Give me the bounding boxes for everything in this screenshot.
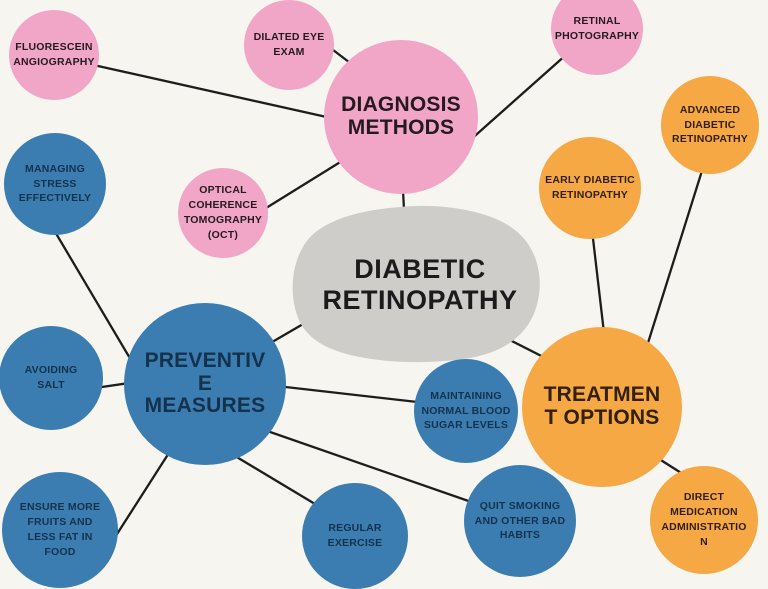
center-blob [292, 205, 540, 363]
node-quit-smoking-bad-habits: QUIT SMOKING AND OTHER BAD HABITS [464, 465, 576, 577]
node-dilated-eye-exam: DILATED EYE EXAM [244, 0, 334, 90]
edge-quit-smoking-bad-habits-to-preventive-measures [248, 423, 482, 507]
node-diagnosis-methods: DIAGNOSIS METHODS [324, 40, 478, 194]
node-label: OPTICAL COHERENCE TOMOGRAPHY (OCT) [183, 184, 263, 241]
edge-fluorescein-angiography-to-diagnosis-methods [78, 60, 342, 122]
node-avoiding-salt: AVOIDING SALT [0, 326, 103, 430]
node-managing-stress-effectively: MANAGING STRESS EFFECTIVELY [4, 133, 106, 235]
node-label: PREVENTIV E MEASURES [144, 348, 266, 418]
node-label: AVOIDING SALT [24, 364, 78, 391]
center-node-diabetic-retinopathy: DIABETIC RETINOPATHY [300, 240, 540, 330]
node-direct-medication-administration: DIRECT MEDICATION ADMINISTRATIO N [650, 466, 758, 574]
node-label: QUIT SMOKING AND OTHER BAD HABITS [474, 499, 566, 542]
node-label: REGULAR EXERCISE [327, 522, 383, 549]
node-ensure-more-fruits-less-fat: ENSURE MORE FRUITS AND LESS FAT IN FOOD [2, 472, 118, 588]
node-optical-coherence-tomography: OPTICAL COHERENCE TOMOGRAPHY (OCT) [178, 168, 268, 258]
node-label: DILATED EYE EXAM [253, 31, 325, 58]
node-regular-exercise: REGULAR EXERCISE [302, 483, 408, 589]
edge-advanced-diabetic-retinopathy-to-treatment-options [640, 156, 708, 364]
node-label: DIRECT MEDICATION ADMINISTRATIO N [661, 491, 747, 548]
node-label: MANAGING STRESS EFFECTIVELY [18, 162, 92, 205]
node-fluorescein-angiography: FLUORESCEIN ANGIOGRAPHY [9, 10, 99, 100]
node-label: MAINTAINING NORMAL BLOOD SUGAR LEVELS [421, 389, 511, 432]
node-label: FLUORESCEIN ANGIOGRAPHY [13, 41, 95, 68]
node-treatment-options: TREATMEN T OPTIONS [522, 327, 682, 487]
edge-retinal-photography-to-diagnosis-methods [466, 44, 578, 144]
node-label: DIAGNOSIS METHODS [341, 93, 461, 139]
node-label: EARLY DIABETIC RETINOPATHY [545, 174, 635, 201]
node-retinal-photography: RETINAL PHOTOGRAPHY [551, 0, 643, 75]
node-label: ADVANCED DIABETIC RETINOPATHY [672, 103, 748, 146]
center-node-label: DIABETIC RETINOPATHY [322, 253, 518, 315]
node-label: ENSURE MORE FRUITS AND LESS FAT IN FOOD [19, 501, 101, 558]
node-early-diabetic-retinopathy: EARLY DIABETIC RETINOPATHY [539, 137, 641, 239]
node-preventive-measures: PREVENTIV E MEASURES [124, 303, 286, 465]
node-label: RETINAL PHOTOGRAPHY [554, 15, 640, 42]
node-label: TREATMEN T OPTIONS [543, 383, 661, 429]
node-maintaining-normal-blood-sugar-levels: MAINTAINING NORMAL BLOOD SUGAR LEVELS [414, 359, 518, 463]
edge-maintaining-normal-blood-sugar-levels-to-preventive-measures [266, 383, 437, 406]
node-advanced-diabetic-retinopathy: ADVANCED DIABETIC RETINOPATHY [661, 76, 759, 174]
